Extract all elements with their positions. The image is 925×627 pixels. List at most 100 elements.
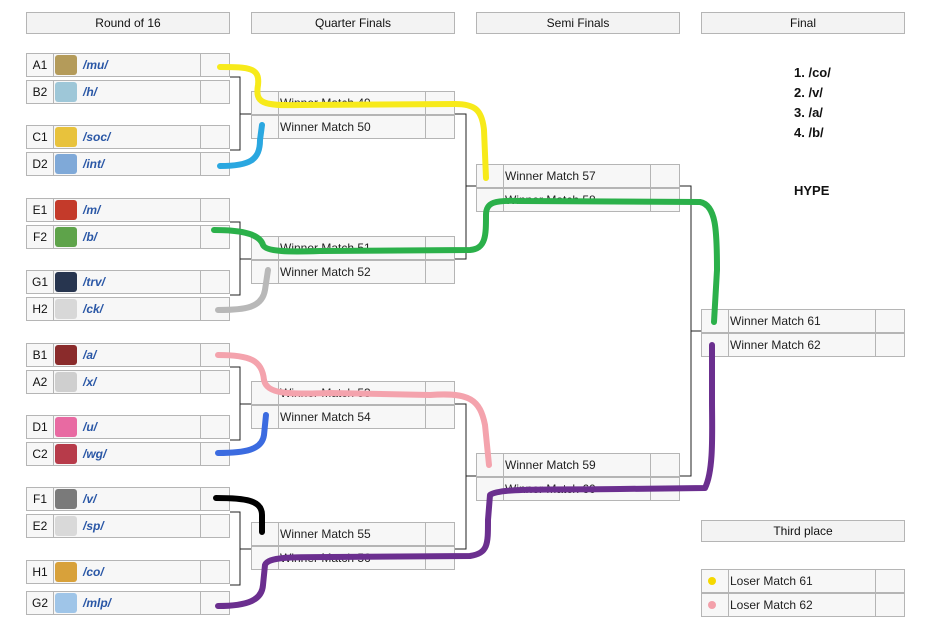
slot-label: Loser Match 61: [730, 574, 813, 588]
match-slot[interactable]: Winner Match 54: [251, 405, 455, 429]
team-name: /mlp/: [83, 596, 112, 610]
match-slot[interactable]: Winner Match 49: [251, 91, 455, 115]
match-slot[interactable]: Winner Match 59: [476, 453, 680, 477]
team-row[interactable]: H2 /ck/: [26, 297, 230, 321]
match-slot[interactable]: Winner Match 58: [476, 188, 680, 212]
match-slot[interactable]: Winner Match 52: [251, 260, 455, 284]
slot-label: Winner Match 57: [505, 169, 596, 183]
team-name: /v/: [83, 492, 97, 506]
team-row[interactable]: B1 /a/: [26, 343, 230, 367]
score-cell: [425, 406, 454, 428]
score-cell: [425, 92, 454, 114]
slot-spacer: [477, 454, 504, 476]
header-final: Final: [701, 12, 905, 34]
score-cell: [200, 54, 229, 76]
score-cell: [650, 478, 679, 500]
seed-label: G2: [27, 592, 54, 614]
slot-spacer: [702, 310, 729, 332]
slot-label: Winner Match 58: [505, 193, 596, 207]
slot-label: Winner Match 51: [280, 241, 371, 255]
team-logo-icon: [55, 345, 77, 365]
slot-spacer: [252, 523, 279, 545]
match-slot[interactable]: Winner Match 53: [251, 381, 455, 405]
pink-dot-icon: [708, 601, 716, 609]
match-slot[interactable]: Winner Match 61: [701, 309, 905, 333]
score-cell: [200, 298, 229, 320]
team-name: /ck/: [83, 302, 104, 316]
slot-label: Winner Match 50: [280, 120, 371, 134]
team-logo-icon: [55, 200, 77, 220]
score-cell: [200, 199, 229, 221]
team-row[interactable]: D2 /int/: [26, 152, 230, 176]
match-slot[interactable]: Winner Match 62: [701, 333, 905, 357]
team-row[interactable]: G1 /trv/: [26, 270, 230, 294]
team-logo-icon: [55, 299, 77, 319]
team-name: /a/: [83, 348, 97, 362]
prediction-item: 2. /v/: [794, 85, 823, 100]
slot-label: Winner Match 52: [280, 265, 371, 279]
score-cell: [425, 261, 454, 283]
slot-label: Winner Match 53: [280, 386, 371, 400]
team-row[interactable]: B2 /h/: [26, 80, 230, 104]
seed-label: E2: [27, 515, 54, 537]
team-logo-icon: [55, 444, 77, 464]
team-row[interactable]: D1 /u/: [26, 415, 230, 439]
match-slot[interactable]: Winner Match 57: [476, 164, 680, 188]
seed-label: G1: [27, 271, 54, 293]
team-logo-icon: [55, 154, 77, 174]
team-row[interactable]: C2 /wg/: [26, 442, 230, 466]
team-row[interactable]: C1 /soc/: [26, 125, 230, 149]
team-row[interactable]: E2 /sp/: [26, 514, 230, 538]
score-cell: [875, 334, 904, 356]
slot-label: Loser Match 62: [730, 598, 813, 612]
team-logo-icon: [55, 227, 77, 247]
score-cell: [200, 81, 229, 103]
prediction-item: 3. /a/: [794, 105, 823, 120]
third-place-slot[interactable]: Loser Match 61: [701, 569, 905, 593]
prediction-item: 1. /co/: [794, 65, 831, 80]
score-cell: [425, 523, 454, 545]
match-slot[interactable]: Winner Match 60: [476, 477, 680, 501]
third-place-slot[interactable]: Loser Match 62: [701, 593, 905, 617]
score-cell: [650, 454, 679, 476]
score-cell: [200, 515, 229, 537]
match-slot[interactable]: Winner Match 55: [251, 522, 455, 546]
seed-label: B2: [27, 81, 54, 103]
team-logo-icon: [55, 372, 77, 392]
team-row[interactable]: F2 /b/: [26, 225, 230, 249]
score-cell: [425, 116, 454, 138]
score-cell: [425, 237, 454, 259]
seed-label: B1: [27, 344, 54, 366]
seed-label: C2: [27, 443, 54, 465]
score-cell: [200, 443, 229, 465]
score-cell: [200, 561, 229, 583]
yellow-dot-icon: [708, 577, 716, 585]
match-slot[interactable]: Winner Match 56: [251, 546, 455, 570]
score-cell: [650, 165, 679, 187]
team-row[interactable]: G2 /mlp/: [26, 591, 230, 615]
prediction-item: 4. /b/: [794, 125, 824, 140]
match-slot[interactable]: Winner Match 50: [251, 115, 455, 139]
team-name: /trv/: [83, 275, 106, 289]
seed-label: E1: [27, 199, 54, 221]
score-cell: [875, 570, 904, 592]
team-row[interactable]: E1 /m/: [26, 198, 230, 222]
team-name: /co/: [83, 565, 104, 579]
team-row[interactable]: A2 /x/: [26, 370, 230, 394]
team-logo-icon: [55, 127, 77, 147]
seed-label: D2: [27, 153, 54, 175]
slot-spacer: [252, 382, 279, 404]
team-row[interactable]: F1 /v/: [26, 487, 230, 511]
hype-text: HYPE: [794, 183, 830, 198]
slot-spacer: [477, 165, 504, 187]
header-third-place: Third place: [701, 520, 905, 542]
slot-label: Winner Match 55: [280, 527, 371, 541]
slot-spacer: [252, 261, 279, 283]
team-row[interactable]: A1 /mu/: [26, 53, 230, 77]
team-row[interactable]: H1 /co/: [26, 560, 230, 584]
slot-spacer: [252, 92, 279, 114]
match-slot[interactable]: Winner Match 51: [251, 236, 455, 260]
team-name: /b/: [83, 230, 97, 244]
slot-label: Winner Match 62: [730, 338, 821, 352]
slot-spacer: [252, 547, 279, 569]
